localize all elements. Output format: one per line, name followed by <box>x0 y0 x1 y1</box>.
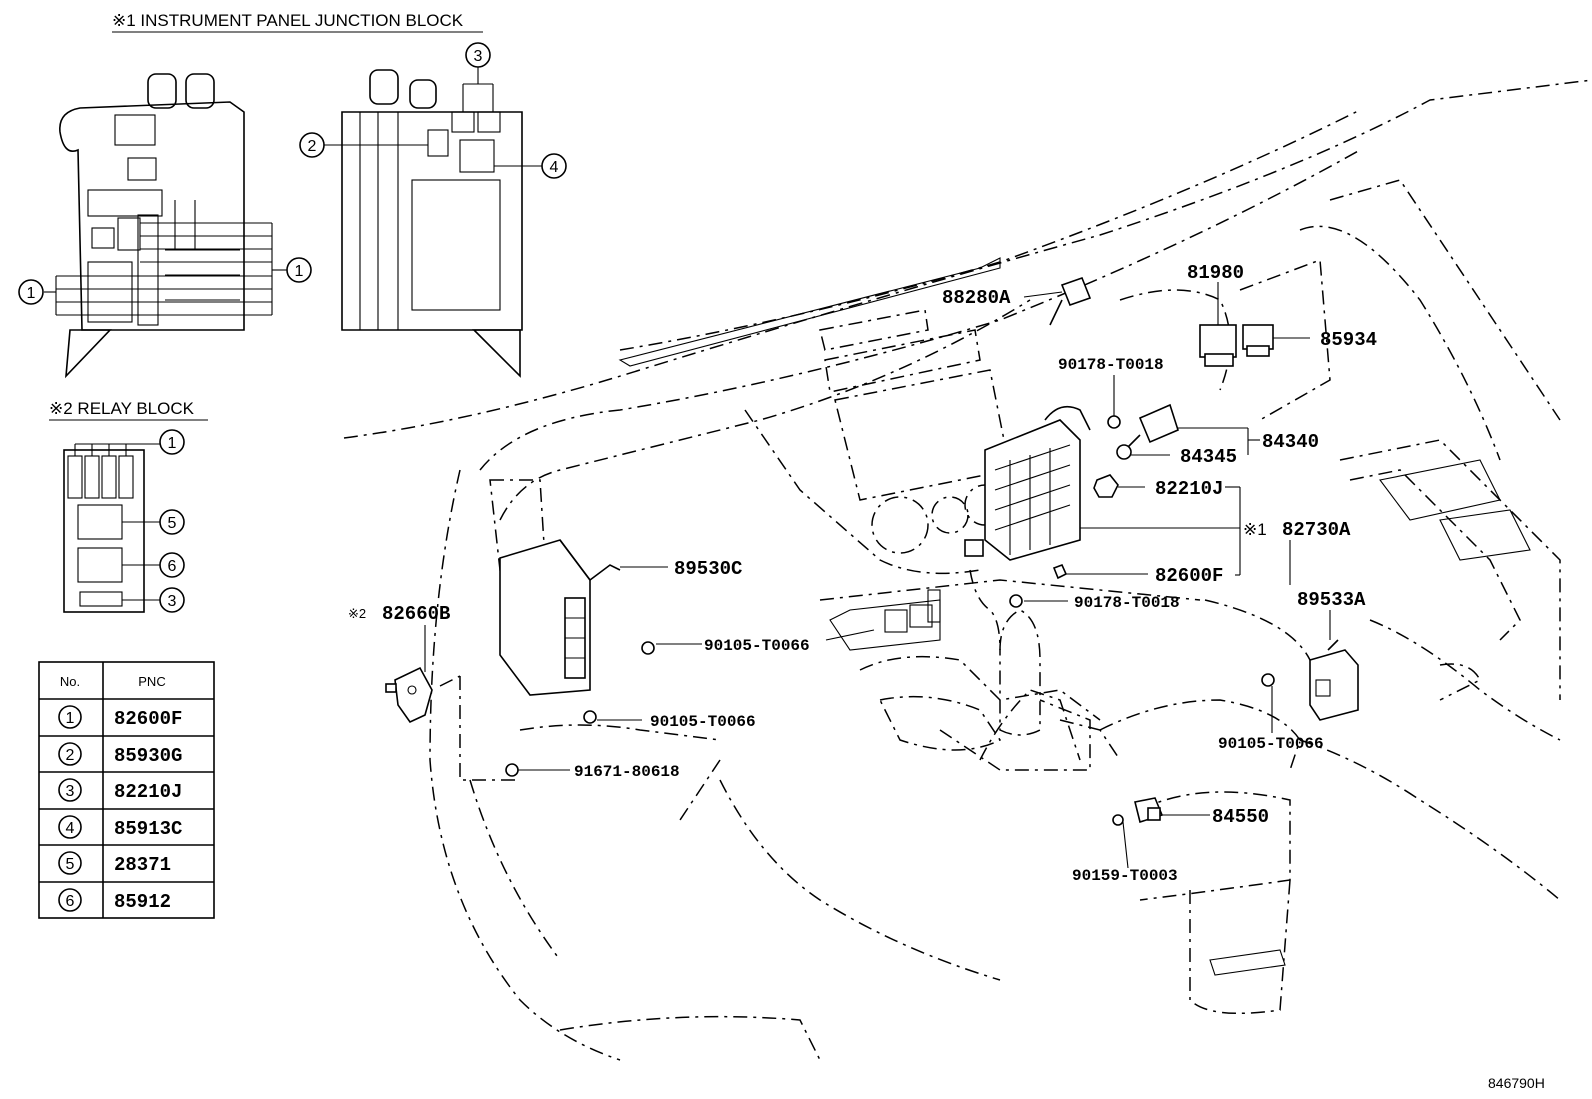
callout-3-rb: 3 <box>122 587 185 613</box>
svg-text:4: 4 <box>550 159 559 176</box>
relay-82210J <box>1093 474 1119 498</box>
label-82210J: 82210J <box>1155 478 1223 500</box>
ecu-89530C <box>499 539 621 696</box>
connector-84340 <box>1124 403 1179 451</box>
mark-1: ※1 <box>1243 520 1267 539</box>
mark-2: ※2 <box>348 606 366 621</box>
table-row: 6 85912 <box>58 888 171 913</box>
label-90159-T0003: 90159-T0003 <box>1072 867 1178 885</box>
label-82730A: 82730A <box>1282 519 1351 541</box>
junction-block-header: ※1 INSTRUMENT PANEL JUNCTION BLOCK <box>112 11 464 30</box>
label-90105-T0066-a: 90105-T0066 <box>704 637 810 655</box>
diagram-id: 846790H <box>1488 1075 1545 1091</box>
bolt-90105-a <box>641 641 655 655</box>
table-row: 2 85930G <box>58 742 182 767</box>
svg-text:85912: 85912 <box>114 891 171 913</box>
table-header-no: No. <box>60 674 80 689</box>
svg-text:1: 1 <box>168 435 177 452</box>
label-84550: 84550 <box>1212 806 1269 828</box>
pnc-table: No. PNC 1 82600F 2 85930G 3 82210J 4 859… <box>38 661 215 919</box>
callout-5-rb: 5 <box>122 509 185 535</box>
module-89533A <box>1309 639 1359 721</box>
callout-6-rb: 6 <box>122 552 185 578</box>
switch-84550 <box>1134 797 1164 824</box>
table-row: 1 82600F <box>58 705 182 730</box>
label-89530C: 89530C <box>674 558 742 580</box>
svg-text:5: 5 <box>168 515 177 532</box>
dashboard-outline <box>343 79 1592 1061</box>
bolt-90105-c <box>1261 673 1275 687</box>
bolt-91671 <box>505 763 519 777</box>
nut-90178-a <box>1107 415 1121 429</box>
table-row: 5 28371 <box>58 851 171 876</box>
junction-block-section: ※1 INSTRUMENT PANEL JUNCTION BLOCK <box>18 11 567 379</box>
svg-text:6: 6 <box>66 893 75 910</box>
label-88280A: 88280A <box>942 287 1011 309</box>
junction-block-side-view <box>341 69 523 378</box>
label-90105-T0066-c: 90105-T0066 <box>1218 735 1324 753</box>
callout-4-jb: 4 <box>494 153 567 179</box>
bolt-90105-b <box>583 710 597 724</box>
callout-1-leaders <box>44 222 287 316</box>
relay-block-outline <box>63 449 145 613</box>
label-82600F: 82600F <box>1155 565 1223 587</box>
svg-text:28371: 28371 <box>114 854 171 876</box>
svg-text:85930G: 85930G <box>114 745 182 767</box>
svg-text:82600F: 82600F <box>114 708 182 730</box>
relay-85934 <box>1242 324 1274 357</box>
relay-block-header: ※2 RELAY BLOCK <box>49 399 195 418</box>
relay-block-section: ※2 RELAY BLOCK 1 5 6 <box>49 399 208 613</box>
svg-text:2: 2 <box>66 747 75 764</box>
svg-text:3: 3 <box>168 593 177 610</box>
junction-block-installed <box>964 405 1091 561</box>
leader-lines <box>424 282 1331 869</box>
callout-1-right: 1 <box>286 257 312 283</box>
table-header-pnc: PNC <box>138 674 165 689</box>
callout-1-rb: 1 <box>159 429 185 455</box>
clip-84345 <box>1116 444 1132 460</box>
label-89533A: 89533A <box>1297 589 1366 611</box>
svg-text:1: 1 <box>27 285 36 302</box>
label-82660B: 82660B <box>382 603 450 625</box>
svg-text:1: 1 <box>66 710 75 727</box>
table-row: 4 85913C <box>58 815 182 840</box>
svg-text:6: 6 <box>168 558 177 575</box>
label-81980: 81980 <box>1187 262 1244 284</box>
label-84340: 84340 <box>1262 431 1319 453</box>
label-90178-T0018-b: 90178-T0018 <box>1074 594 1180 612</box>
svg-text:85913C: 85913C <box>114 818 182 840</box>
svg-text:82210J: 82210J <box>114 781 182 803</box>
svg-text:1: 1 <box>295 263 304 280</box>
label-85934: 85934 <box>1320 329 1377 351</box>
callout-1-left: 1 <box>18 279 44 305</box>
label-84345: 84345 <box>1180 446 1237 468</box>
relay-81980 <box>1199 324 1237 367</box>
bracket-82660B <box>385 666 433 724</box>
svg-text:3: 3 <box>474 48 483 65</box>
svg-text:4: 4 <box>66 820 75 837</box>
label-91671-80618: 91671-80618 <box>574 763 680 781</box>
fuse-82600F <box>1052 563 1068 580</box>
nut-90178-b <box>1009 594 1023 608</box>
callout-3-jb: 3 <box>462 42 494 112</box>
bolt-90159 <box>1112 814 1124 826</box>
svg-text:5: 5 <box>66 856 75 873</box>
part-labels: 88280A 81980 85934 90178-T0018 84340 843… <box>348 262 1377 885</box>
sensor-88280A <box>1049 276 1092 326</box>
callout-2-jb: 2 <box>299 132 428 158</box>
table-row: 3 82210J <box>58 778 182 803</box>
svg-text:2: 2 <box>308 138 317 155</box>
junction-block-front-view <box>59 73 245 379</box>
label-90178-T0018-a: 90178-T0018 <box>1058 356 1164 374</box>
label-90105-T0066-b: 90105-T0066 <box>650 713 756 731</box>
svg-text:3: 3 <box>66 783 75 800</box>
